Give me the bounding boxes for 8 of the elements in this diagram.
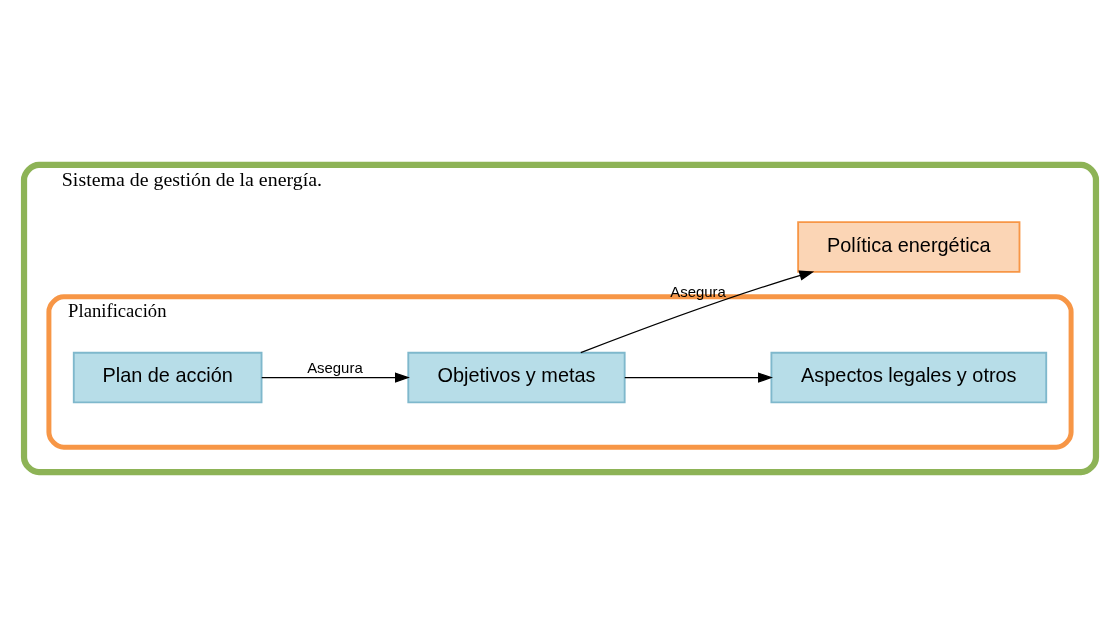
edge-label: Asegura [307, 359, 363, 377]
node-box: Aspectos legales y otros [770, 351, 1048, 404]
arrow [624, 372, 773, 383]
arrow [261, 372, 410, 383]
arrow [580, 270, 815, 354]
node-box: Objetivos y metas [407, 351, 626, 404]
node-box: Plan de acción [72, 351, 263, 404]
node-box: Política energética [797, 221, 1021, 273]
